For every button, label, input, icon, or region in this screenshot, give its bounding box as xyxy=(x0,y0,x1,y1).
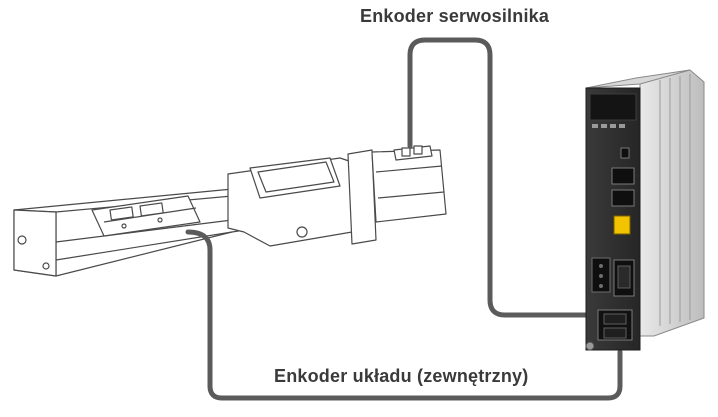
system-encoder-label: Enkoder układu (zewnętrzny) xyxy=(274,366,529,386)
motor-connector-pin-2 xyxy=(413,145,423,155)
linear-actuator xyxy=(13,145,447,277)
coupling-flange xyxy=(347,149,377,245)
actuator-rail-groove xyxy=(55,219,233,243)
end-block xyxy=(13,209,57,277)
ground-screw xyxy=(585,341,595,351)
end-block-hole xyxy=(17,235,27,245)
servo-motor-line-lower xyxy=(377,191,445,199)
end-block-bolt xyxy=(42,262,50,270)
drive-heatsink xyxy=(639,69,705,337)
carriage-bolt-2 xyxy=(157,217,163,223)
housing-screw xyxy=(296,226,308,238)
ethernet-port-1 xyxy=(611,167,635,185)
housing-top-window-inner xyxy=(257,161,335,193)
drive-status-leds xyxy=(592,124,625,128)
housing-top-window xyxy=(249,157,341,199)
carriage-bolt-1 xyxy=(121,223,127,229)
usb-port xyxy=(620,147,630,159)
bottom-plug-1 xyxy=(603,313,627,325)
drive-front xyxy=(585,87,641,351)
ethernet-port-2 xyxy=(611,189,635,207)
system-encoder-cable xyxy=(185,229,623,401)
carriage-block-1 xyxy=(109,206,134,221)
servo-motor xyxy=(371,149,447,223)
motor-connector-pin xyxy=(401,147,411,157)
carriage-block-2 xyxy=(139,202,164,217)
io-terminal xyxy=(613,215,631,235)
bottom-plug-2 xyxy=(603,327,627,339)
encoder-connector-socket xyxy=(617,265,631,289)
drive-top xyxy=(585,69,691,89)
servo-encoder-cable xyxy=(407,37,593,318)
servo-encoder-label: Enkoder serwosilnika xyxy=(360,6,550,26)
power-connector-pins xyxy=(599,264,603,288)
servo-drive xyxy=(585,69,705,351)
cables xyxy=(185,37,623,401)
servo-motor-line xyxy=(375,165,443,173)
drive-display xyxy=(589,93,637,121)
heatsink-fins xyxy=(659,74,691,326)
